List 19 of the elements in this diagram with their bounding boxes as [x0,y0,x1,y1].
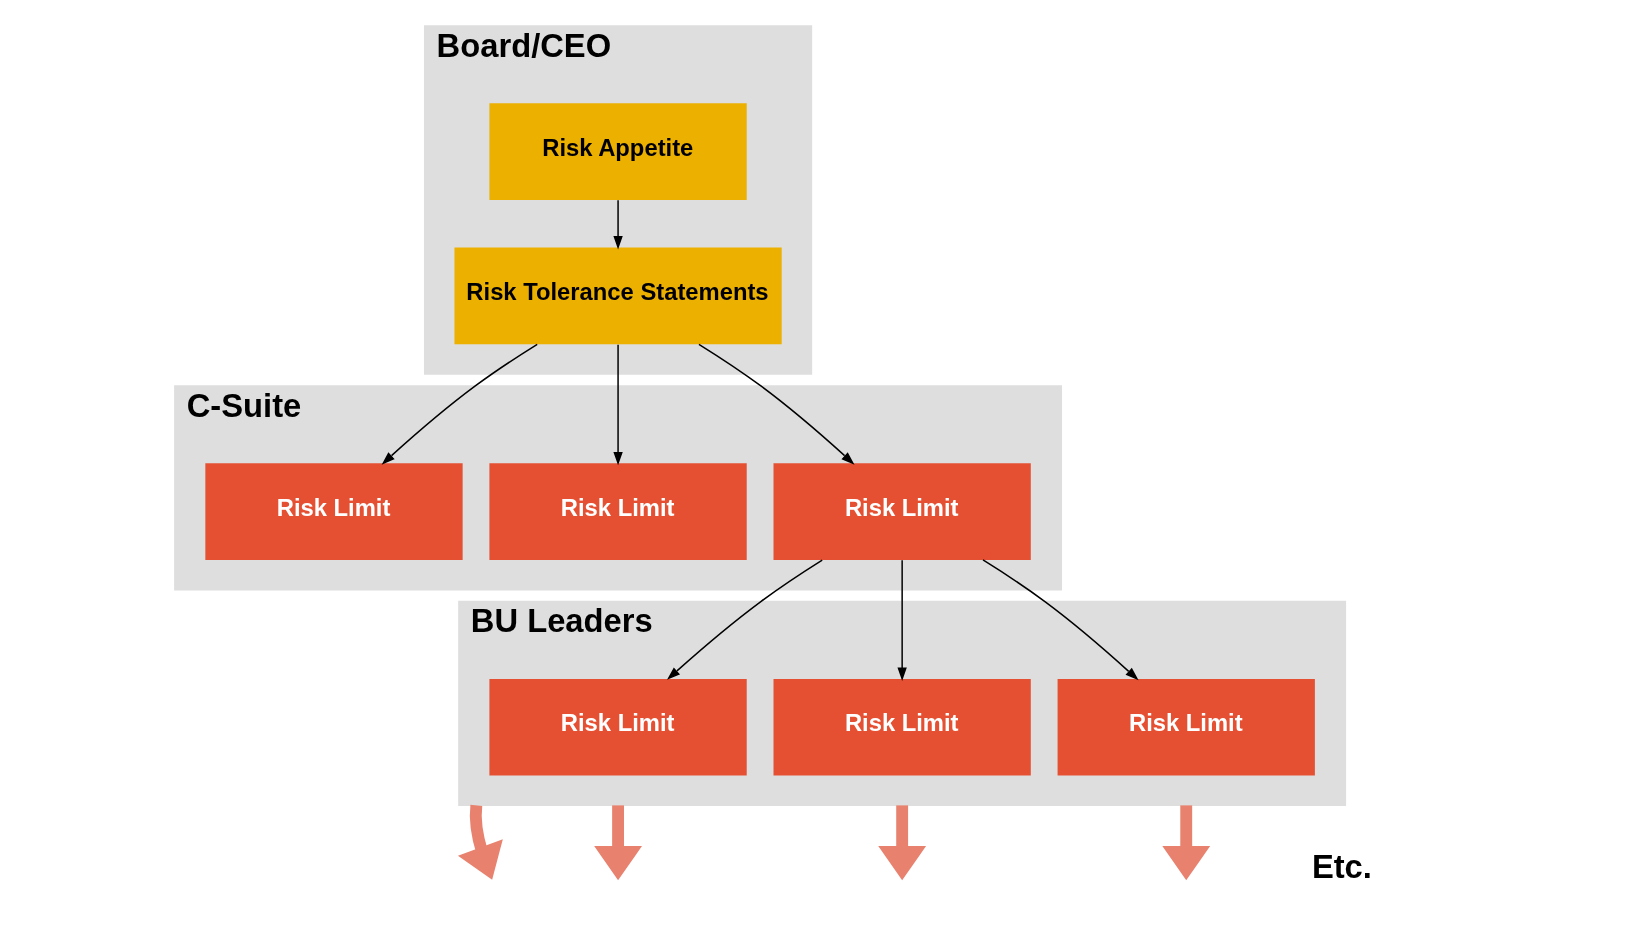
arrow [613,199,623,250]
arrow [667,559,823,680]
node-box: Risk Appetite [489,103,747,201]
arrow [698,343,855,465]
arrow [594,805,642,881]
label: Etc. [1311,848,1372,886]
node-box: Risk Limit [773,678,1031,776]
node-box: Risk Limit [1057,678,1315,776]
arrow [613,343,623,466]
node-box: Risk Limit [489,678,747,776]
arrow [878,805,927,881]
arrow [1162,805,1211,881]
node-box: Risk Tolerance Statements [454,247,782,345]
arrow [381,343,538,465]
arrow [897,559,907,681]
arrow [982,559,1139,681]
node-box: Risk Limit [773,463,1031,560]
node-box: Risk Limit [205,463,463,560]
node-box: Risk Limit [489,463,747,560]
